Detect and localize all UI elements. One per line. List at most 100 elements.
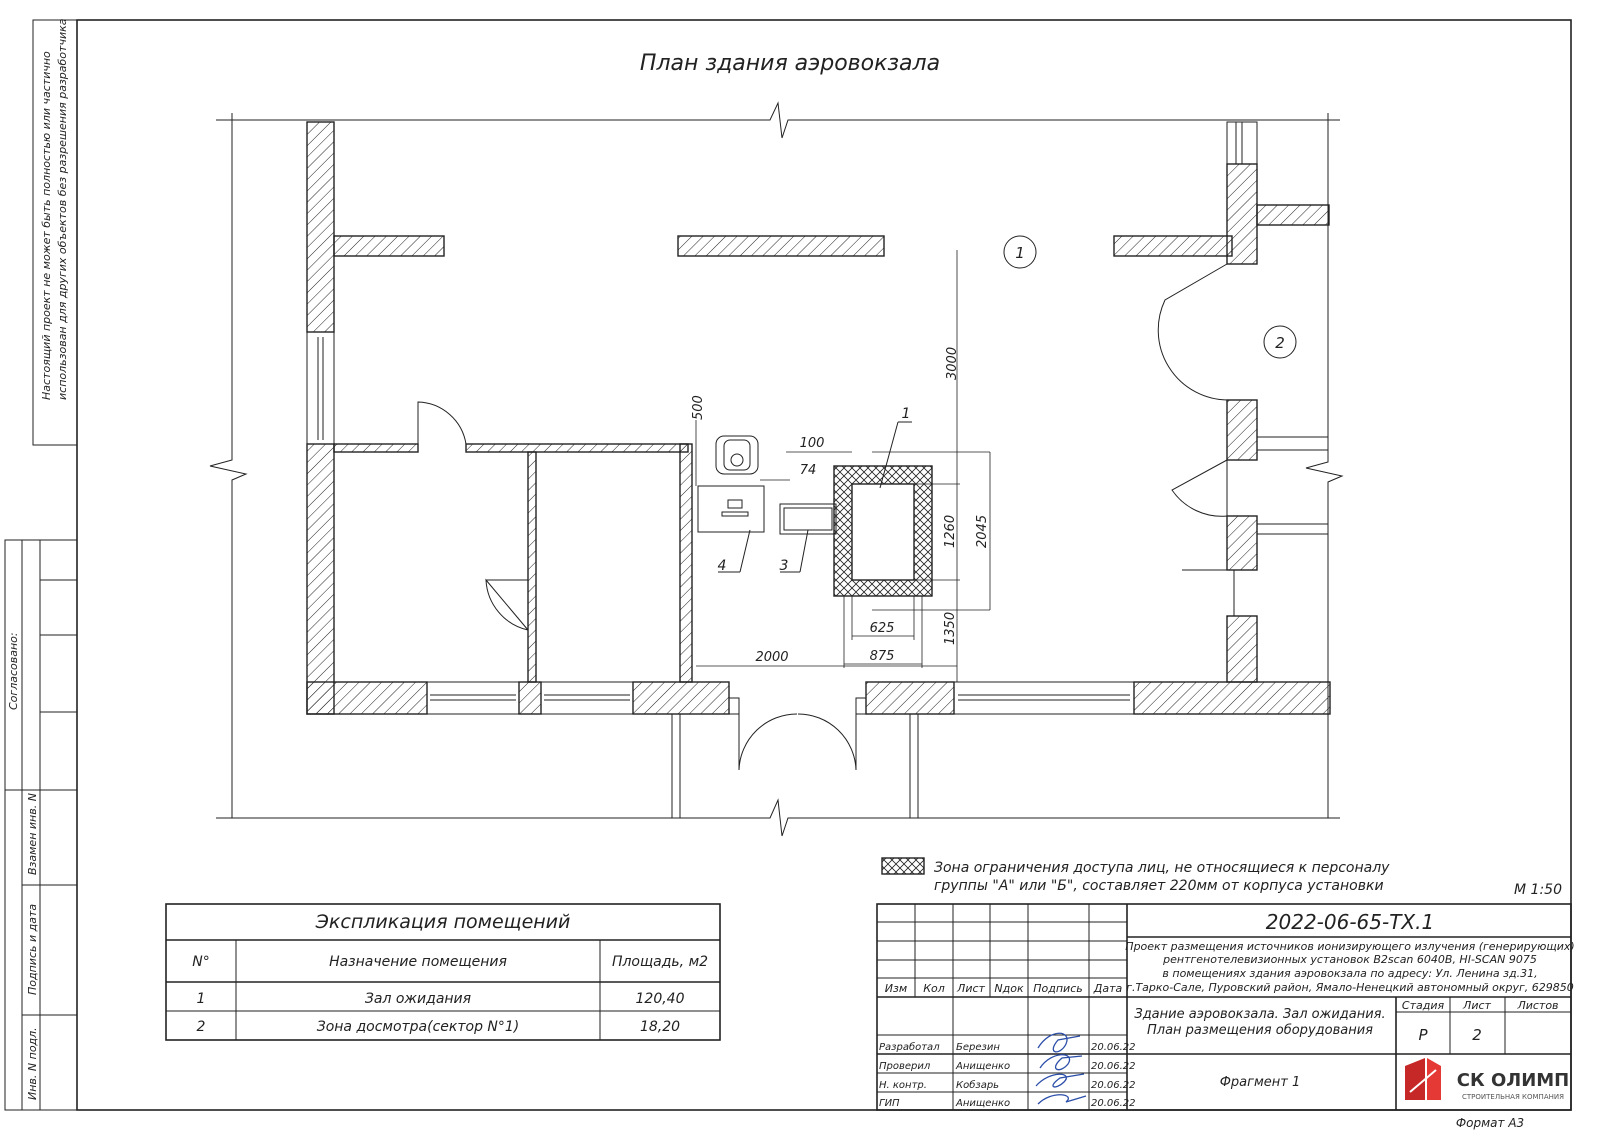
staff4-date: 20.06.22 [1091, 1098, 1136, 1109]
operator-chair-icon [715, 435, 759, 475]
staff4-name: Анищенко [955, 1098, 1010, 1109]
stage-value: Р [1418, 1026, 1428, 1044]
explication-row1-area: 120,40 [636, 991, 685, 1007]
project-line2: рентгенотелевизионных установок B2scan 6… [1162, 953, 1537, 966]
stamp-agreed: Согласовано: [7, 632, 20, 710]
floor-plan: 1 2 3000 500 100 74 1260 2045 1350 625 8… [209, 101, 1344, 837]
drawing-line2: План размещения оборудования [1147, 1023, 1373, 1038]
dim-3000: 3000 [945, 347, 960, 380]
room2-number: 2 [1275, 334, 1285, 352]
col-kol: Кол [923, 982, 945, 995]
door-inner-top [417, 401, 467, 452]
staff2-date: 20.06.22 [1091, 1061, 1136, 1072]
staff2-name: Анищенко [955, 1061, 1010, 1072]
staff4-role: ГИП [879, 1098, 900, 1109]
col-list: Лист [956, 982, 985, 995]
dim-1260: 1260 [943, 515, 958, 548]
explication-title: Экспликация помещений [315, 911, 571, 933]
wall-left-upper [306, 121, 335, 333]
col-izm: Изм [885, 982, 907, 995]
explication-row2-no: 2 [197, 1019, 206, 1035]
partition-top-left [333, 235, 445, 257]
drawing-line1: Здание аэровокзала. Зал ожидания. [1134, 1007, 1385, 1022]
sheets-header: Листов [1516, 999, 1558, 1012]
wall-left-lower [306, 443, 335, 715]
staff1-date: 20.06.22 [1091, 1042, 1136, 1053]
left-stamp: Согласовано: Взамен инв. N Подпись и дат… [4, 539, 78, 1111]
staff3-name: Кобзарь [956, 1079, 999, 1091]
legend-line2: группы "А" или "Б", составляет 220мм от … [934, 878, 1384, 894]
break-line-left [209, 113, 248, 818]
side-note-line1: Настоящий проект не может быть полностью… [40, 51, 53, 400]
fragment-label: Фрагмент 1 [1220, 1075, 1301, 1090]
dim-500: 500 [691, 395, 706, 420]
room1-number: 1 [1015, 244, 1025, 262]
col-podpis: Подпись [1033, 982, 1082, 995]
sheet-header: Лист [1462, 999, 1491, 1012]
entrance-door-right [797, 713, 857, 771]
stage-header: Стадия [1402, 999, 1445, 1012]
partition-top-right [1113, 235, 1233, 257]
company-name: СК ОЛИМП [1457, 1070, 1569, 1091]
staff1-name: Березин [956, 1042, 1000, 1053]
entrance-door-left [738, 713, 798, 771]
staff2-role: Проверил [879, 1061, 931, 1072]
signature-scribbles [1035, 1032, 1087, 1105]
explication-header-no: N° [192, 954, 209, 970]
door-room2-upper [1157, 263, 1228, 401]
legend-line1: Зона ограничения доступа лиц, не относящ… [934, 860, 1390, 876]
break-line-right [1305, 113, 1344, 818]
stamp-replaced-inv: Взамен инв. N [26, 793, 39, 875]
stamp-sign-date: Подпись и дата [26, 904, 39, 995]
drawing-code: 2022-06-65-ТХ.1 [1266, 910, 1434, 934]
partition-booth [679, 443, 693, 683]
door-inner-mid [485, 578, 529, 631]
explication-row1-name: Зал ожидания [365, 991, 471, 1007]
company-sub: СТРОИТЕЛЬНАЯ КОМПАНИЯ [1462, 1093, 1564, 1101]
explication-header-area: Площадь, м2 [612, 954, 708, 970]
staff3-role: Н. контр. [879, 1080, 927, 1091]
project-line1: Проект размещения источников ионизирующе… [1125, 940, 1574, 953]
callout-4: 4 [718, 558, 727, 574]
dim-1350: 1350 [943, 612, 958, 645]
dim-875: 875 [870, 649, 895, 664]
break-line-top [216, 101, 1340, 139]
partition-top-mid [677, 235, 885, 257]
wall-bottom-1 [306, 681, 428, 715]
col-ndok: Nдок [994, 982, 1024, 995]
operator-desk [697, 485, 765, 533]
stamp-inv-orig: Инв. N подл. [26, 1027, 39, 1100]
company-logo-icon [1405, 1058, 1441, 1100]
title-block: 2022-06-65-ТХ.1 Проект размещения источн… [876, 903, 1575, 1111]
dim-2000: 2000 [755, 650, 788, 665]
format-label: Формат А3 [1456, 1116, 1524, 1130]
wall-right-upper [1226, 163, 1258, 265]
explication-header-name: Назначение помещения [329, 954, 507, 970]
callout-3: 3 [780, 558, 789, 574]
window-left [306, 331, 335, 445]
partition-inner [527, 451, 537, 683]
dim-100: 100 [800, 436, 825, 451]
explication-row1-no: 1 [197, 991, 206, 1007]
legend-swatch [881, 857, 925, 875]
project-line4: г.Тарко-Сале, Пуровский район, Ямало-Нен… [1126, 981, 1574, 994]
side-note: Настоящий проект не может быть полностью… [32, 18, 78, 446]
callout-1: 1 [902, 406, 911, 422]
project-line3: в помещениях здания аэровокзала по адрес… [1162, 967, 1537, 980]
plan-title: План здания аэровокзала [640, 51, 940, 76]
break-line-bottom [216, 798, 1340, 837]
legend: Зона ограничения доступа лиц, не относящ… [881, 857, 1390, 894]
explication-row2-area: 18,20 [640, 1019, 680, 1035]
side-note-line2: использован для других объектов без разр… [56, 18, 69, 400]
col-data: Дата [1093, 982, 1123, 995]
room1-tag [1003, 235, 1037, 269]
dim-74: 74 [800, 463, 817, 478]
staff1-role: Разработал [879, 1041, 940, 1053]
explication-table: Экспликация помещений N° Назначение поме… [165, 903, 721, 1041]
dim-625: 625 [870, 621, 895, 636]
xray-unit [851, 483, 915, 581]
scale-label: М 1:50 [1514, 882, 1562, 898]
sheet-value: 2 [1472, 1026, 1482, 1044]
explication-row2-name: Зона досмотра(сектор N°1) [317, 1019, 520, 1035]
